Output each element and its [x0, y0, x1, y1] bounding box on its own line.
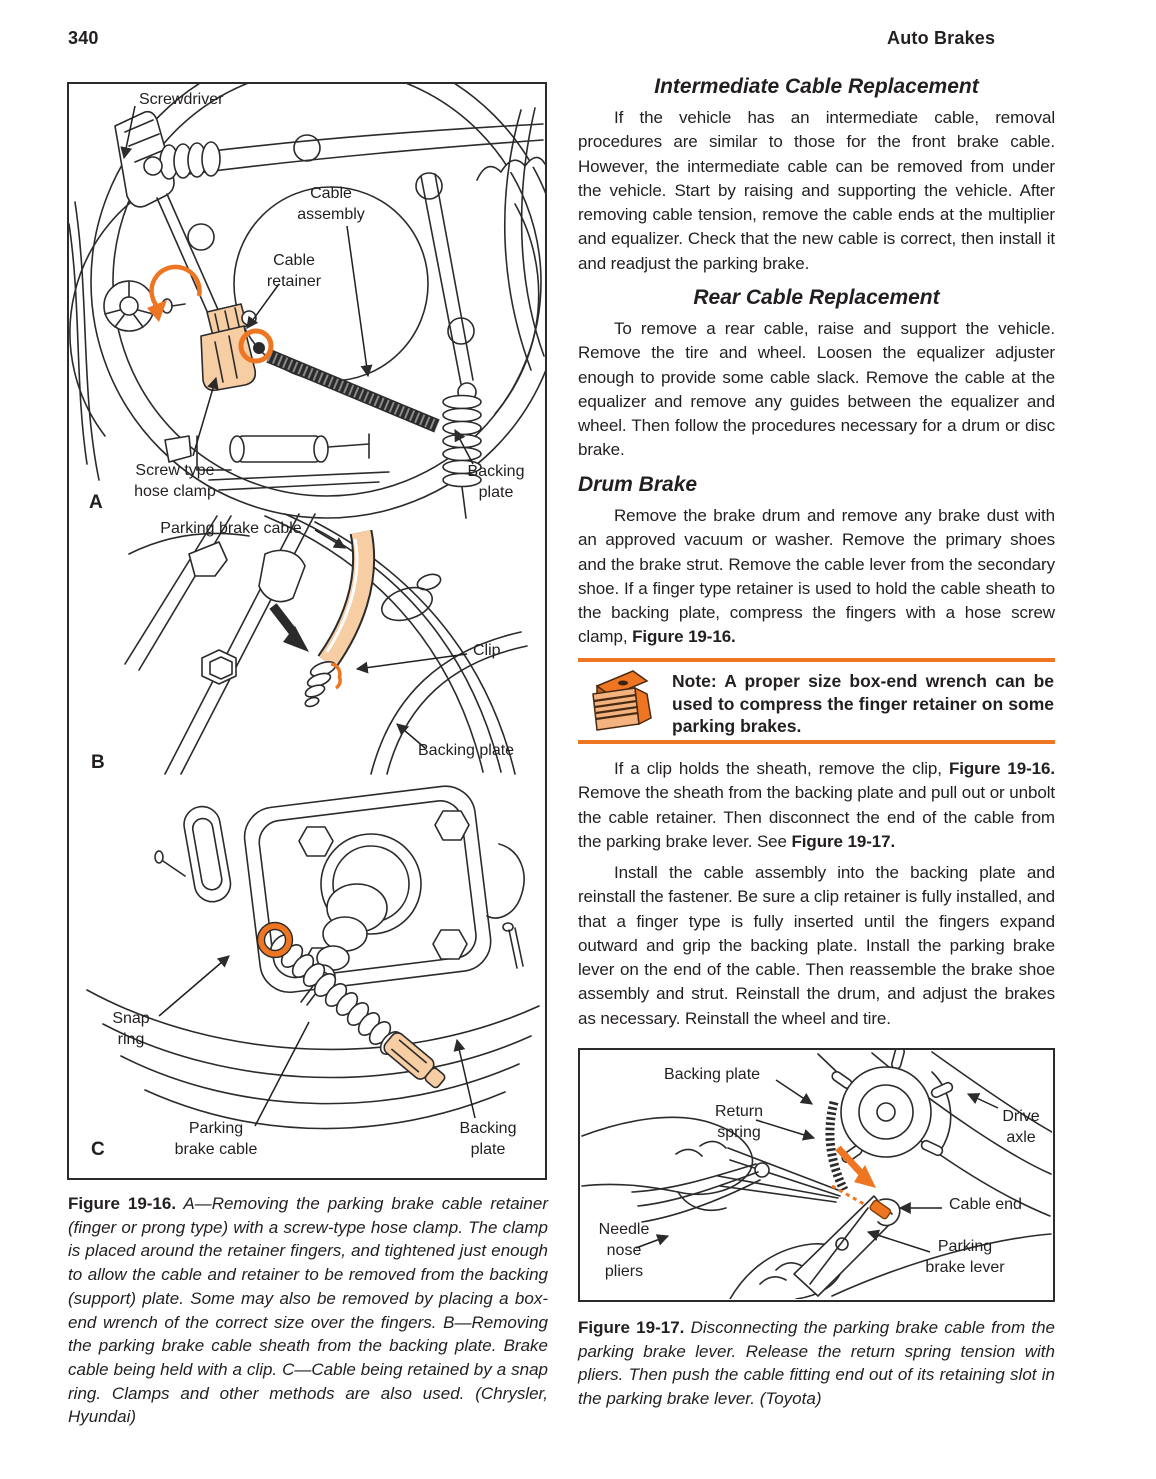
label-backing-plate-17: Backing plate — [663, 1066, 761, 1083]
label-cable-end: Cable end — [949, 1196, 1022, 1213]
label-backing-plate-a: Backing plate — [467, 463, 525, 501]
label-screwdriver: Screwdriver — [139, 91, 224, 108]
figure-17: Backing plate Return spring Drive axle C… — [578, 1048, 1055, 1302]
paragraph-intermediate: If the vehicle has an intermediate cable… — [578, 108, 1055, 273]
label-backing-plate-b: Backing plate — [418, 742, 515, 759]
label-drive-axle: Drive axle — [1002, 1108, 1040, 1146]
note-rule-bottom — [578, 740, 1055, 744]
label-snap-ring: Snap ring — [112, 1010, 150, 1048]
label-needle-nose-pliers: Needle nose pliers — [598, 1221, 650, 1280]
label-cable-assembly: Cable assembly — [297, 185, 365, 223]
note-text: Note: A proper size box-end wrench can b… — [672, 671, 1054, 736]
figure-17-drawing — [581, 1050, 1052, 1299]
label-clip: Clip — [473, 642, 501, 659]
figure-16: Screwdriver Cable assembly Cable retaine… — [67, 82, 547, 1180]
panel-letter-c: C — [91, 1139, 105, 1160]
label-parking-brake-cable-c: Parking brake cable — [174, 1120, 258, 1158]
toolbox-icon — [592, 670, 652, 731]
paragraph-drum-2: If a clip holds the sheath, remove the c… — [578, 759, 1055, 851]
label-screw-type-hose-clamp: Screw type hose clamp — [134, 462, 216, 500]
paragraph-rear: To remove a rear cable, raise and suppor… — [578, 319, 1055, 460]
label-return-spring: Return spring — [714, 1103, 764, 1141]
page-number: 340 — [68, 28, 99, 48]
label-parking-brake-cable-b: Parking brake cable — [160, 520, 302, 537]
heading-drum-brake: Drum Brake — [578, 473, 698, 496]
label-backing-plate-c: Backing plate — [459, 1120, 517, 1158]
label-parking-brake-lever: Parking brake lever — [925, 1238, 1005, 1276]
panel-letter-a: A — [89, 492, 103, 513]
figure-16-caption: Figure 19-16. A—Removing the parking bra… — [68, 1194, 549, 1427]
paragraph-drum-1: Remove the brake drum and remove any bra… — [578, 506, 1055, 647]
figure-17-caption: Figure 19-17. Disconnecting the parking … — [578, 1318, 1056, 1409]
paragraph-drum-3: Install the cable assembly into the back… — [578, 863, 1055, 1028]
running-head: Auto Brakes — [887, 28, 996, 48]
panel-letter-b: B — [91, 752, 105, 773]
heading-intermediate-cable-replacement: Intermediate Cable Replacement — [654, 75, 979, 98]
heading-rear-cable-replacement: Rear Cable Replacement — [693, 286, 940, 309]
figure-16-drawing — [69, 84, 545, 1130]
note-rule-top — [578, 658, 1055, 662]
label-cable-retainer: Cable retainer — [266, 252, 322, 290]
